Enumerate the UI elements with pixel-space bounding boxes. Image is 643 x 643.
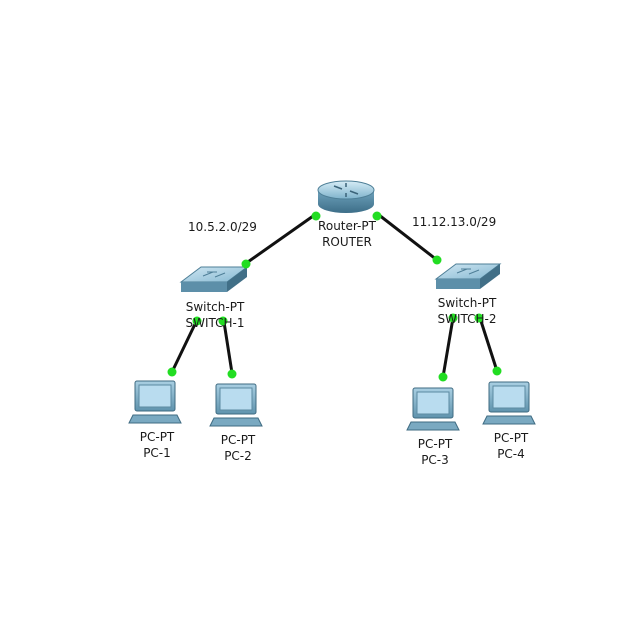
switch-icon[interactable]	[179, 266, 249, 292]
link-status-dot	[192, 316, 202, 326]
pc2-name: PC-2	[224, 449, 252, 463]
link-status-dot	[474, 313, 484, 323]
link-status-dots	[167, 211, 502, 382]
link-status-dot	[167, 367, 177, 377]
router-model: Router-PT	[318, 219, 376, 233]
link-switch2-pc3[interactable]	[441, 316, 455, 379]
link-switch1-pc1[interactable]	[170, 320, 198, 374]
network-label-left: 10.5.2.0/29	[188, 220, 257, 234]
router-icon[interactable]	[317, 180, 375, 213]
pc3-name: PC-3	[421, 453, 449, 467]
pc4-label[interactable]: PC-PT PC-4	[494, 430, 529, 462]
link-router-switch1[interactable]	[243, 212, 318, 266]
pc1-label[interactable]: PC-PT PC-1	[140, 429, 175, 461]
pc-icon[interactable]	[482, 381, 536, 425]
link-status-dot	[438, 372, 448, 382]
pc1-model: PC-PT	[139, 430, 175, 444]
link-status-dot	[372, 211, 382, 221]
pc4-name: PC-4	[497, 447, 525, 461]
link-status-dot	[432, 255, 442, 265]
link-router-switch2[interactable]	[377, 213, 439, 262]
switch-icon[interactable]	[434, 263, 502, 289]
pc4-model: PC-PT	[493, 431, 529, 445]
links	[170, 212, 499, 379]
link-status-dot	[218, 316, 228, 326]
pc-icon[interactable]	[406, 387, 460, 431]
network-label-right: 11.12.13.0/29	[412, 215, 497, 229]
link-status-dot	[448, 313, 458, 323]
pc-icon[interactable]	[209, 383, 263, 427]
switch1-label[interactable]: Switch-PT SWITCH-1	[185, 299, 244, 331]
link-switch1-pc2[interactable]	[222, 320, 234, 375]
pc3-label[interactable]: PC-PT PC-3	[418, 436, 453, 468]
link-status-dot	[241, 259, 251, 269]
link-status-dot	[311, 211, 321, 221]
switch1-name: SWITCH-1	[185, 316, 245, 330]
pc1-name: PC-1	[143, 446, 171, 460]
link-switch2-pc4[interactable]	[478, 316, 499, 373]
switch1-model: Switch-PT	[185, 300, 245, 314]
pc2-label[interactable]: PC-PT PC-2	[221, 432, 256, 464]
router-label[interactable]: Router-PT ROUTER	[318, 218, 376, 250]
pc3-model: PC-PT	[417, 437, 453, 451]
pc-icon[interactable]	[128, 380, 182, 424]
link-status-dot	[227, 369, 237, 379]
router-name: ROUTER	[322, 235, 372, 249]
switch2-label[interactable]: Switch-PT SWITCH-2	[437, 295, 496, 327]
switch2-model: Switch-PT	[437, 296, 497, 310]
link-status-dot	[492, 366, 502, 376]
switch2-name: SWITCH-2	[437, 312, 497, 326]
pc2-model: PC-PT	[220, 433, 256, 447]
